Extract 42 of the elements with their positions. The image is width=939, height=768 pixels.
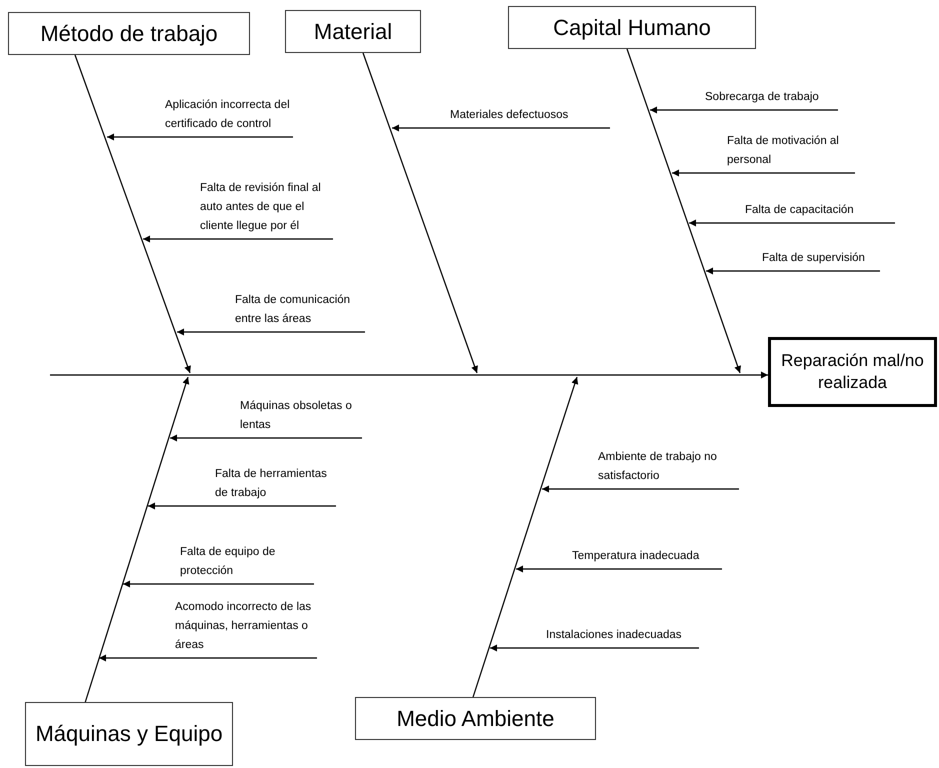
cause-label: Falta de motivación al personal (727, 132, 855, 173)
arrow (177, 328, 365, 336)
cause-label: Falta de comunicación entre las áreas (235, 291, 365, 332)
category-box: Capital Humano (508, 6, 756, 49)
cause-label: Sobrecarga de trabajo (705, 88, 838, 110)
cause-label: Falta de supervisión (762, 249, 880, 271)
arrow (626, 48, 741, 374)
cause-label: Materiales defectuosos (450, 106, 610, 128)
cause-label: Falta de equipo de protección (180, 543, 314, 584)
arrow (148, 502, 336, 510)
arrow (542, 486, 739, 492)
arrow (672, 170, 855, 176)
cause-label: Falta de capacitación (745, 201, 895, 223)
arrow (650, 106, 838, 114)
arrow (516, 566, 722, 572)
effect-box: Reparación mal/no realizada (768, 337, 937, 407)
arrow (107, 134, 293, 140)
cause-label: Temperatura inadecuada (572, 547, 722, 569)
arrow (84, 376, 190, 702)
category-box: Máquinas y Equipo (25, 702, 233, 766)
arrow (362, 52, 478, 374)
cause-label: Falta de herramientas de trabajo (215, 465, 336, 506)
category-box: Método de trabajo (8, 12, 250, 55)
arrow (689, 220, 895, 226)
arrow (706, 268, 880, 274)
arrow (392, 124, 610, 132)
arrow (490, 644, 699, 652)
cause-label: Acomodo incorrecto de las máquinas, herramientas o áreas (175, 598, 317, 658)
cause-label: Falta de revisión final al auto antes de que el cliente llegue por él (200, 179, 333, 239)
arrow (472, 376, 578, 698)
arrow (170, 434, 362, 442)
arrow (50, 372, 768, 378)
arrow (74, 54, 191, 374)
arrow (123, 580, 314, 588)
cause-label: Máquinas obsoletas o lentas (240, 397, 362, 438)
cause-label: Ambiente de trabajo no satisfactorio (598, 448, 739, 489)
cause-label: Instalaciones inadecuadas (546, 626, 699, 648)
arrow (143, 236, 333, 242)
category-box: Medio Ambiente (355, 697, 596, 740)
category-box: Material (285, 10, 421, 53)
cause-label: Aplicación incorrecta del certificado de control (165, 96, 293, 137)
arrow (99, 654, 317, 662)
